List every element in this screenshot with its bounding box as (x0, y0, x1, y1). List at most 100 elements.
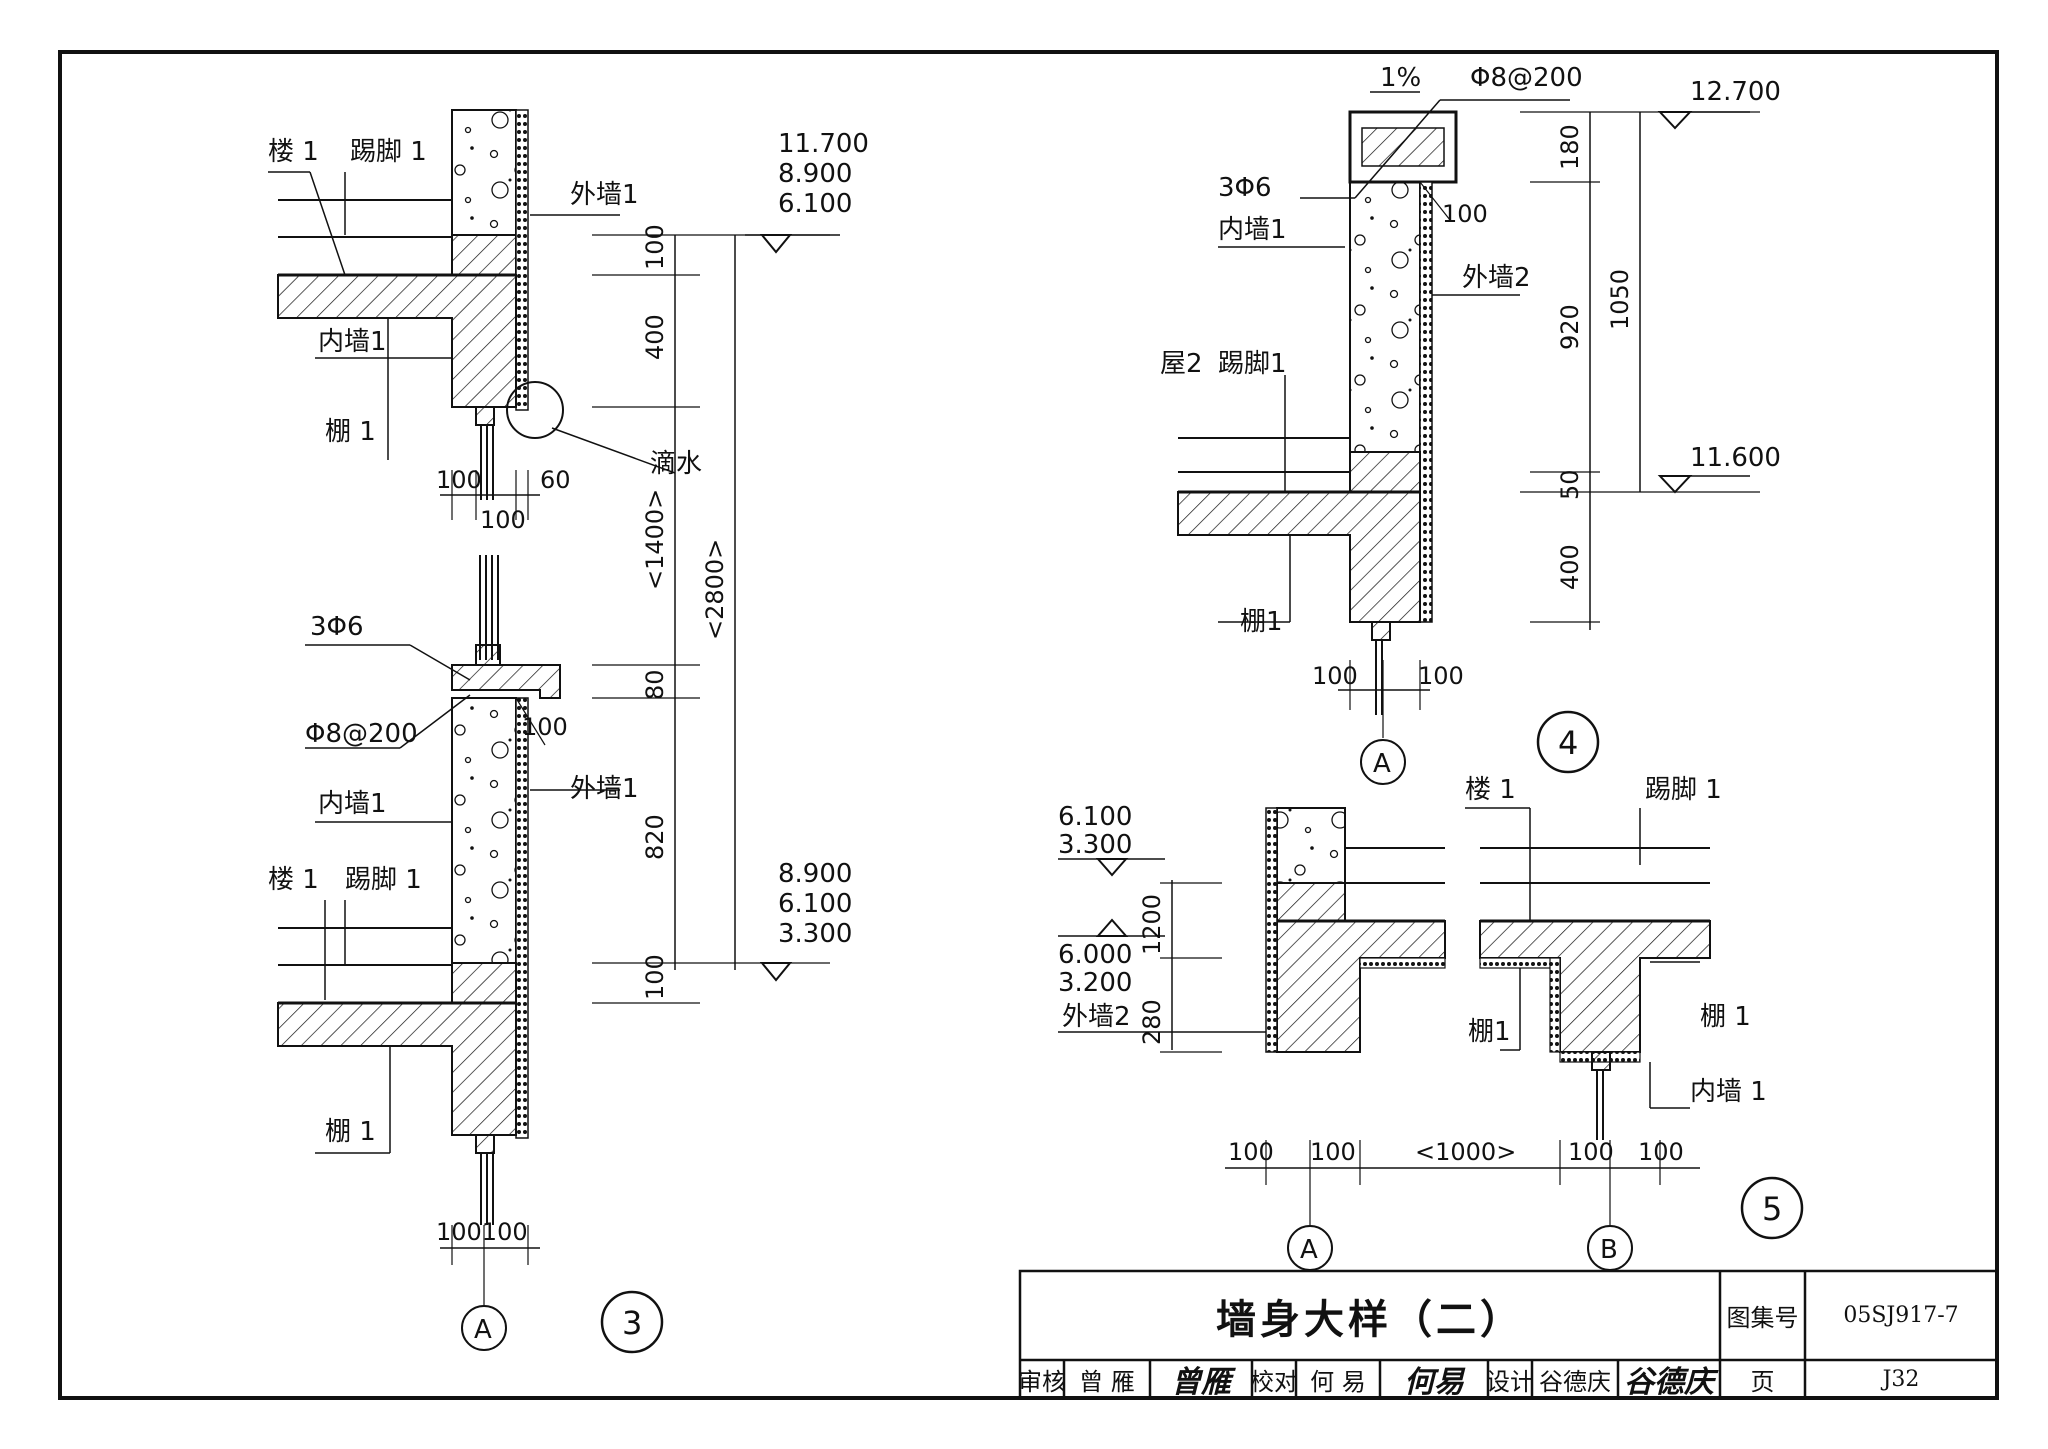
window-frame-3a (475, 406, 495, 426)
label-inner-wall-5: 内墙 1 (1690, 1077, 1767, 1107)
window-frame-3c (475, 1134, 495, 1154)
checker-signature: 何易 (1404, 1365, 1464, 1398)
dim-5-100c: 100 (1568, 1138, 1614, 1166)
check-label: 校对 (1252, 1367, 1296, 1396)
label-stirrup-4: Φ8@200 (1470, 63, 1583, 93)
slab-beam-3-top (277, 274, 517, 408)
designer-signature: 谷德庆 (1624, 1365, 1714, 1398)
skirting-3-top (451, 234, 517, 276)
elevation-3a-1: 11.700 (778, 129, 869, 159)
label-skirting-4: 踢脚1 (1218, 349, 1287, 379)
dim-3-100b: 100 (436, 466, 482, 494)
dim-5-280: 280 (1138, 999, 1166, 1045)
label-roof-4: 屋2 (1160, 349, 1203, 379)
dim-3-100e: 100 (641, 954, 669, 1000)
dim-4-920: 920 (1556, 304, 1584, 350)
dim-5-1200: 1200 (1138, 894, 1166, 955)
dim-3-820: 820 (641, 814, 669, 860)
axis-a-label-5: A (1300, 1235, 1318, 1265)
elevation-3b-1: 8.900 (778, 859, 852, 889)
elevation-5-upper-1: 6.100 (1058, 802, 1132, 832)
beam-5-right (1479, 920, 1711, 1053)
coping-3 (451, 664, 561, 699)
reviewer-signature: 曾雁 (1171, 1365, 1231, 1398)
review-label: 审核 (1020, 1367, 1064, 1396)
dim-3-100100: 100100 (436, 1218, 528, 1246)
elevation-3b-2: 6.100 (778, 889, 852, 919)
dim-3-100a: 100 (641, 224, 669, 270)
detail-4-number: 4 (1558, 724, 1578, 762)
axis-a-bubble-3 (461, 1305, 507, 1351)
atlas-number: 05SJ917-7 (1843, 1303, 1959, 1328)
insulation-3-parapet (515, 697, 529, 1139)
detail-3 (268, 109, 840, 1354)
skirting-5 (1276, 882, 1346, 922)
label-inner-wall-4: 内墙1 (1218, 215, 1287, 245)
label-floor-5: 楼 1 (1465, 775, 1516, 805)
dim-4-100l: 100 (1312, 662, 1358, 690)
dim-3-60: 60 (540, 466, 571, 494)
dim-3-80: 80 (641, 669, 669, 700)
page-number: J32 (1882, 1366, 1920, 1392)
detail-3-bubble (600, 1290, 664, 1354)
label-skirting-5: 踢脚 1 (1645, 775, 1722, 805)
skirting-4 (1349, 451, 1421, 493)
label-outer-wall-3b: 外墙1 (570, 774, 639, 804)
detail-5-bubble (1740, 1176, 1804, 1240)
label-ceiling-4: 棚1 (1240, 607, 1283, 637)
axis-a-label-4: A (1373, 749, 1391, 779)
insulation-4 (1419, 181, 1433, 623)
dim-3-100c: 100 (480, 506, 526, 534)
page-label: 页 (1750, 1367, 1775, 1396)
label-ceiling-3b: 棚 1 (325, 1117, 376, 1147)
label-floor-3b: 楼 1 (268, 865, 319, 895)
axis-a-bubble-4 (1360, 739, 1406, 785)
elevation-3b-3: 3.300 (778, 919, 852, 949)
slab-beam-3-bottom (277, 1002, 517, 1136)
elevation-4-top: 12.700 (1690, 77, 1781, 107)
label-ceiling-3a: 棚 1 (325, 417, 376, 447)
label-floor-3a: 楼 1 (268, 137, 319, 167)
dim-3-1400: <1400> (641, 489, 669, 590)
dim-4-1050: 1050 (1606, 269, 1634, 330)
label-slope-4: 1% (1380, 63, 1421, 93)
detail-5-number: 5 (1762, 1190, 1782, 1228)
designer-name: 谷德庆 (1539, 1367, 1611, 1396)
window-frame-3b (475, 644, 501, 666)
drip-callout (506, 381, 564, 439)
axis-a-label-3: A (474, 1315, 492, 1345)
detail-4 (1177, 91, 1760, 785)
beam-5-left (1276, 920, 1446, 1053)
wall-3-top-block (451, 109, 517, 236)
insulation-3-top (515, 109, 529, 411)
design-label: 设计 (1488, 1367, 1532, 1396)
detail-5 (1058, 807, 1804, 1271)
dim-5-1000: <1000> (1415, 1138, 1516, 1166)
drawing-title: 墙身大样（二） (1216, 1296, 1524, 1343)
dim-5-100d: 100 (1638, 1138, 1684, 1166)
label-bars-3: 3Φ6 (310, 612, 364, 642)
dim-3-400: 400 (641, 314, 669, 360)
checker-name: 何 易 (1310, 1367, 1366, 1396)
dim-4-180: 180 (1556, 124, 1584, 170)
skirting-3-bottom (451, 962, 517, 1004)
label-inner-wall-3b: 内墙1 (318, 789, 387, 819)
label-drip: 滴水 (650, 449, 702, 479)
reviewer-name: 曾 雁 (1079, 1367, 1135, 1396)
label-ceiling-5l: 棚1 (1468, 1017, 1511, 1047)
elevation-5-upper-2: 3.300 (1058, 830, 1132, 860)
detail-3-number: 3 (622, 1304, 642, 1342)
dim-5-100a: 100 (1228, 1138, 1274, 1166)
title-block-grid (1018, 1269, 1999, 1400)
label-outer-wall-3a: 外墙1 (570, 180, 639, 210)
label-inner-wall-3a: 内墙1 (318, 327, 387, 357)
atlas-label: 图集号 (1726, 1304, 1799, 1332)
slab-beam-4 (1177, 491, 1421, 623)
elevation-5-lower-2: 3.200 (1058, 968, 1132, 998)
title-block: 墙身大样（二） 图集号 05SJ917-7 审核 曾 雁 曾雁 校对 何 易 何… (1020, 1271, 1997, 1399)
label-ceiling-5r: 棚 1 (1700, 1002, 1751, 1032)
dim-4-50: 50 (1556, 469, 1584, 500)
label-bars-4: 3Φ6 (1218, 173, 1272, 203)
label-outer-wall-5: 外墙2 (1062, 1002, 1131, 1032)
